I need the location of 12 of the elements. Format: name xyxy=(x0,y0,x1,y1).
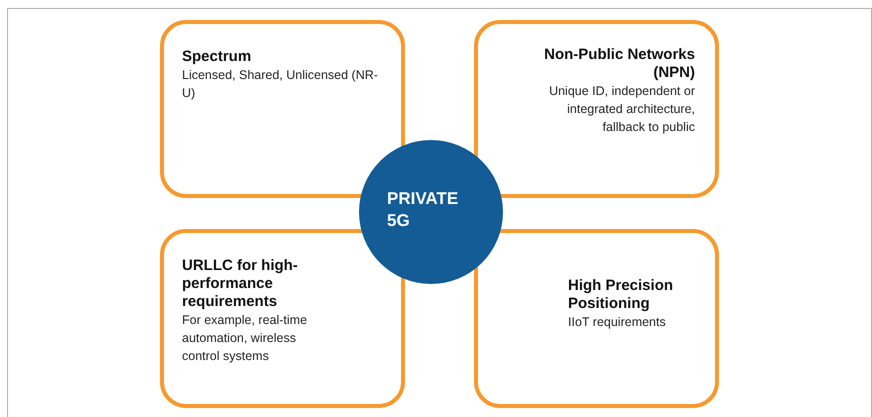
card-heading: High Precision Positioning xyxy=(568,277,674,313)
topic-card xyxy=(474,20,719,198)
card-description: Licensed, Shared, Unlicensed (NR-U) xyxy=(182,67,379,102)
card-heading: Non-Public Networks (NPN) xyxy=(543,46,695,82)
topic-card xyxy=(474,229,719,408)
card-description: For example, real-time automation, wireless control systems xyxy=(182,312,308,365)
card-description: Unique ID, independent or integrated architecture, fallback to public xyxy=(548,83,695,136)
topic-card xyxy=(160,229,405,408)
card-heading: URLLC for high-performance requirements xyxy=(182,257,299,311)
card-description: IIoT requirements xyxy=(568,314,667,331)
card-heading: Spectrum xyxy=(182,48,252,66)
center-title: PRIVATE 5G xyxy=(387,188,460,232)
